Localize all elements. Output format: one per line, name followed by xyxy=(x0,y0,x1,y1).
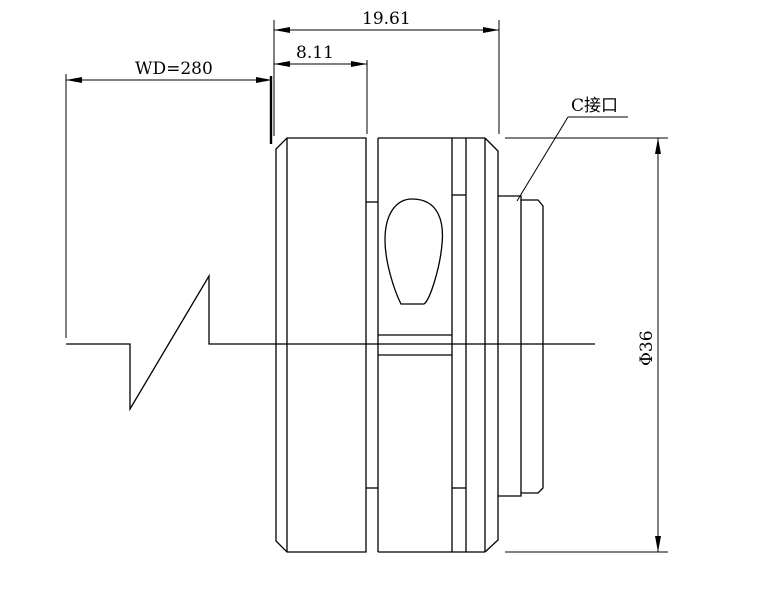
dimension-overall-length: 19.61 xyxy=(273,9,500,136)
working-distance-label: WD=280 xyxy=(135,59,213,79)
lens-body xyxy=(275,137,544,553)
rear-barrel xyxy=(484,137,499,553)
optical-axis xyxy=(66,273,595,412)
c-mount-thread xyxy=(498,195,544,497)
front-length-label: 8.11 xyxy=(296,43,334,63)
overall-length-label: 19.61 xyxy=(362,9,411,29)
c-mount-label: C接口 xyxy=(571,96,618,116)
working-distance-break-line xyxy=(66,273,595,412)
middle-section xyxy=(366,137,485,553)
c-mount-callout: C接口 xyxy=(516,96,628,202)
dimension-working-distance: WD=280 xyxy=(65,59,273,338)
diameter-label: Φ36 xyxy=(637,330,657,366)
focus-window xyxy=(384,198,444,305)
dimension-front-length: 8.11 xyxy=(274,43,368,134)
dimension-diameter: Φ36 xyxy=(505,137,668,553)
front-barrel xyxy=(275,137,367,553)
